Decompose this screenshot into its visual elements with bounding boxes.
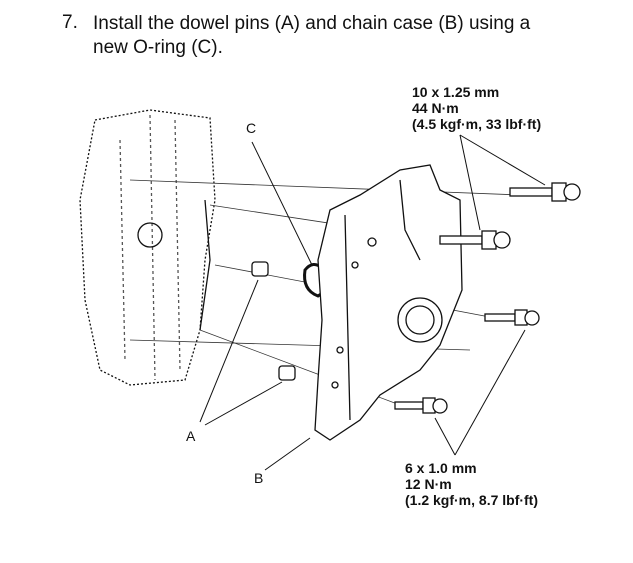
label-c: C bbox=[246, 120, 257, 136]
torque-spec-upper: 10 x 1.25 mm 44 N·m (4.5 kgf·m, 33 lbf·f… bbox=[412, 84, 541, 132]
step-line-2: new O-ring (C). bbox=[93, 37, 223, 58]
chain-case bbox=[314, 164, 463, 441]
label-a: A bbox=[186, 428, 196, 444]
step-line-1: Install the dowel pins (A) and chain cas… bbox=[93, 13, 531, 34]
dowel-pin-lower bbox=[278, 365, 296, 381]
torque-spec-lower: 6 x 1.0 mm 12 N·m (1.2 kgf·m, 8.7 lbf·ft… bbox=[405, 460, 538, 508]
bolt-size: 6 x 1.0 mm bbox=[405, 460, 477, 476]
torque-nm: 44 N·m bbox=[412, 100, 459, 116]
step-instruction: Install the dowel pins (A) and chain cas… bbox=[93, 12, 613, 60]
torque-alt: (4.5 kgf·m, 33 lbf·ft) bbox=[412, 116, 542, 132]
bolt-size: 10 x 1.25 mm bbox=[412, 84, 500, 100]
label-b: B bbox=[254, 470, 264, 486]
bolt-upper-1 bbox=[509, 182, 581, 202]
bolt-upper-2 bbox=[439, 230, 511, 250]
leader-lines bbox=[199, 134, 546, 471]
torque-alt: (1.2 kgf·m, 8.7 lbf·ft) bbox=[405, 492, 539, 508]
bolt-lower-2 bbox=[394, 397, 448, 414]
engine-block bbox=[79, 109, 216, 386]
bolt-lower-1 bbox=[484, 309, 540, 326]
step-number: 7. bbox=[62, 12, 78, 33]
dowel-pin-upper bbox=[251, 261, 269, 277]
torque-nm: 12 N·m bbox=[405, 476, 452, 492]
